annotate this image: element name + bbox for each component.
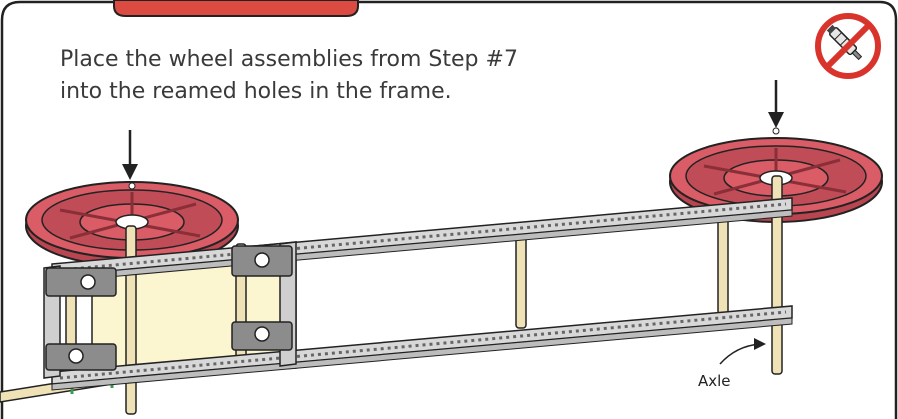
axle-label: Axle <box>698 372 731 390</box>
instruction-text: Place the wheel assemblies from Step #7 … <box>60 44 518 108</box>
down-arrow-icon <box>768 80 784 128</box>
step-header-tab <box>113 0 359 17</box>
frame-rail-front <box>51 305 793 391</box>
no-hot-glue-icon <box>815 13 881 79</box>
connector-screws <box>68 252 270 364</box>
panel-border <box>0 0 114 419</box>
panel-border-right <box>358 0 898 419</box>
axle-callout-arrow <box>719 338 766 365</box>
down-arrow-icon <box>122 130 138 180</box>
instruction-line-2: into the reamed holes in the frame. <box>60 79 452 104</box>
instruction-line-1: Place the wheel assemblies from Step #7 <box>60 47 518 72</box>
